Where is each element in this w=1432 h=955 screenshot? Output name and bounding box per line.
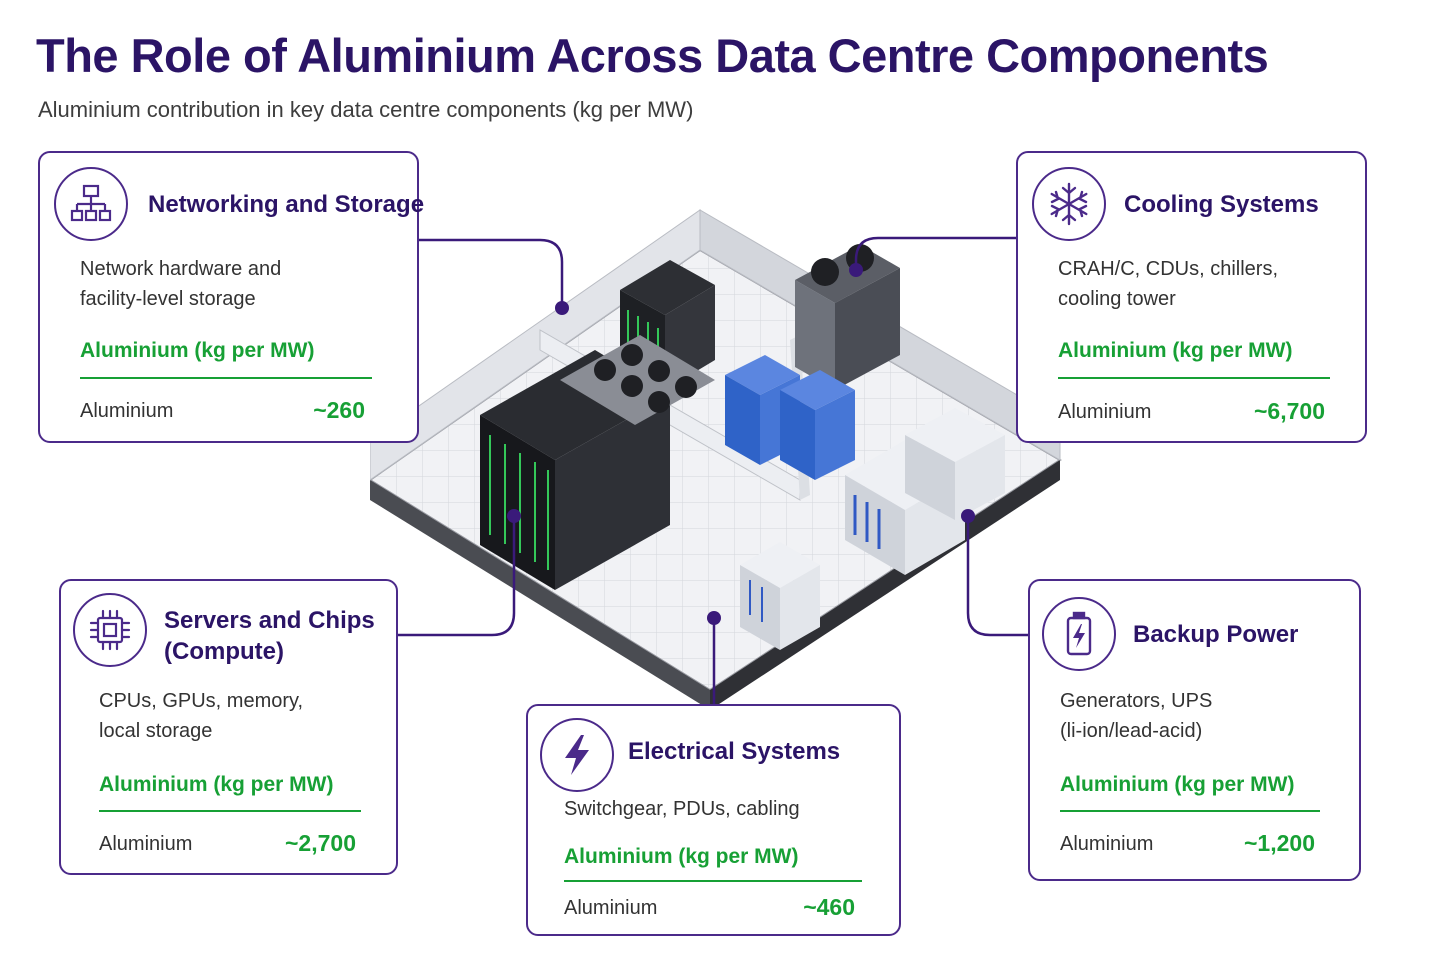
row-label: Aluminium — [564, 897, 658, 919]
battery-charging-icon — [1042, 597, 1116, 671]
metric-divider — [1060, 810, 1320, 812]
row-label: Aluminium — [1060, 833, 1154, 855]
snowflake-icon — [1032, 167, 1106, 241]
metric-label: Aluminium (kg per MW) — [99, 773, 334, 796]
card-description: CPUs, GPUs, memory,local storage — [99, 690, 304, 742]
metric-divider — [564, 880, 862, 882]
aluminium-value: ~6,700 — [1254, 398, 1325, 424]
network-hierarchy-icon — [54, 167, 128, 241]
row-label: Aluminium — [80, 400, 174, 422]
metric-label: Aluminium (kg per MW) — [80, 339, 315, 362]
card-electrical-systems: Electrical Systems Switchgear, PDUs, cab… — [526, 704, 901, 936]
card-cooling-systems: Cooling Systems CRAH/C, CDUs, chillers,c… — [1016, 151, 1367, 443]
metric-divider — [1058, 377, 1330, 379]
card-description: Switchgear, PDUs, cabling — [564, 798, 800, 820]
card-backup-power: Backup Power Generators, UPS(li-ion/lead… — [1028, 579, 1361, 881]
card-title: Cooling Systems — [1124, 191, 1319, 218]
aluminium-value: ~2,700 — [285, 830, 356, 856]
card-description: Generators, UPS(li-ion/lead-acid) — [1060, 690, 1213, 742]
card-description: CRAH/C, CDUs, chillers,cooling tower — [1058, 258, 1279, 310]
card-networking-storage: Networking and Storage Network hardware … — [38, 151, 424, 443]
card-title: Backup Power — [1133, 621, 1299, 648]
lightning-bolt-icon — [540, 718, 614, 792]
aluminium-value: ~460 — [803, 894, 855, 920]
chip-icon — [73, 593, 147, 667]
page-title: The Role of Aluminium Across Data Centre… — [36, 29, 1269, 82]
metric-label: Aluminium (kg per MW) — [564, 845, 799, 868]
cooling-units — [725, 244, 900, 480]
aluminium-value: ~1,200 — [1244, 830, 1315, 856]
card-servers-chips: Servers and Chips(Compute) CPUs, GPUs, m… — [59, 579, 398, 875]
row-label: Aluminium — [1058, 401, 1152, 423]
page-subtitle: Aluminium contribution in key data centr… — [38, 97, 694, 122]
metric-label: Aluminium (kg per MW) — [1058, 339, 1293, 362]
metric-label: Aluminium (kg per MW) — [1060, 773, 1295, 796]
backup-power-units — [845, 408, 1005, 575]
metric-divider — [99, 810, 361, 812]
electrical-cabinets — [740, 542, 820, 650]
card-title: Networking and Storage — [148, 191, 425, 218]
card-title: Servers and Chips(Compute) — [164, 607, 375, 665]
metric-divider — [80, 377, 372, 379]
row-label: Aluminium — [99, 833, 193, 855]
card-title: Electrical Systems — [628, 738, 841, 765]
aluminium-value: ~260 — [313, 397, 365, 423]
data-centre-illustration — [370, 209, 1062, 710]
